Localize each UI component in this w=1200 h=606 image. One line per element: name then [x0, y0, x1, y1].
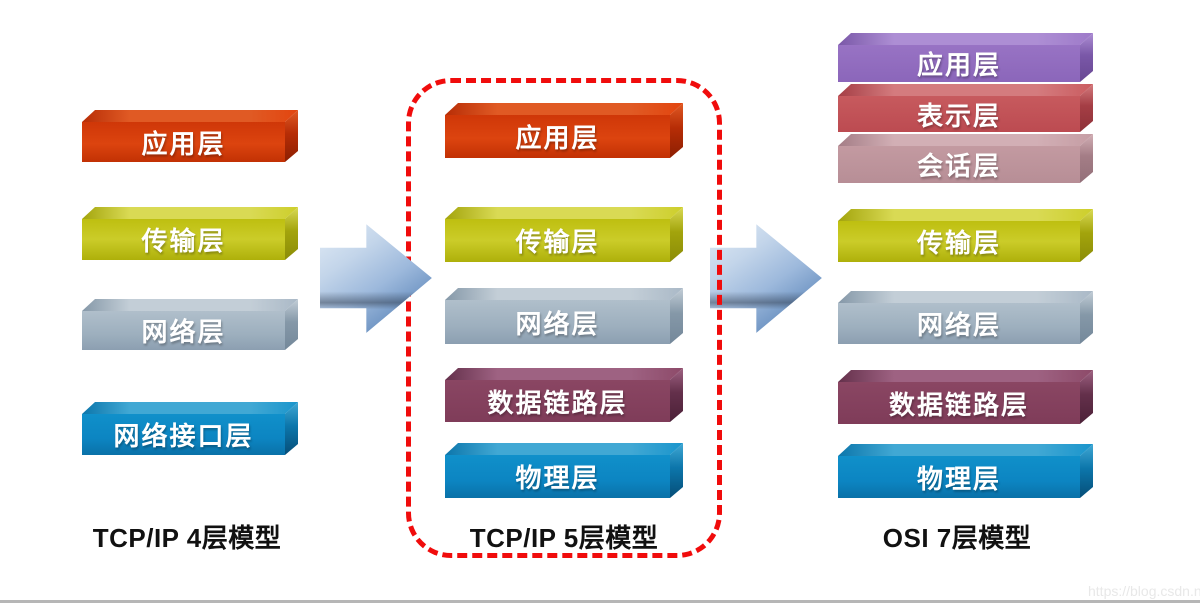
layer-box-physical: 物理层	[445, 443, 683, 498]
layer-box-transport: 传输层	[445, 207, 683, 262]
column-title-tcpip5: TCP/IP 5层模型	[469, 523, 659, 553]
layer-label: 数据链路层	[838, 382, 1080, 424]
layer-box-presentation: 表示层	[838, 84, 1093, 132]
layer-label: 传输层	[838, 221, 1080, 262]
layer-box-network: 网络层	[82, 299, 298, 350]
layer-box-physical: 物理层	[838, 444, 1093, 498]
layer-label: 物理层	[445, 455, 670, 498]
layer-label: 网络层	[838, 303, 1080, 344]
layer-box-transport: 传输层	[838, 209, 1093, 262]
right-arrow-icon	[710, 224, 822, 333]
layer-box-data-link: 数据链路层	[445, 368, 683, 422]
layer-label: 应用层	[838, 45, 1080, 82]
layer-box-application: 应用层	[445, 103, 683, 158]
layer-label: 传输层	[445, 219, 670, 262]
tcpip5-dashed-highlight	[406, 78, 722, 558]
layer-box-network-interface: 网络接口层	[82, 402, 298, 455]
layer-label: 数据链路层	[445, 380, 670, 422]
layer-label: 表示层	[838, 96, 1080, 132]
layer-label: 物理层	[838, 456, 1080, 498]
layer-label: 应用层	[445, 115, 670, 158]
layer-box-application: 应用层	[838, 33, 1093, 82]
layer-box-network: 网络层	[838, 291, 1093, 344]
watermark-text: https://blog.csdn.ne	[1088, 583, 1200, 599]
layer-label: 应用层	[82, 122, 285, 162]
layer-label: 网络层	[82, 311, 285, 350]
layer-box-data-link: 数据链路层	[838, 370, 1093, 424]
layer-box-network: 网络层	[445, 288, 683, 344]
bottom-divider	[0, 600, 1200, 603]
column-title-osi7: OSI 7层模型	[882, 523, 1032, 553]
layer-label: 网络接口层	[82, 414, 285, 455]
layer-box-session: 会话层	[838, 134, 1093, 183]
column-title-tcpip4: TCP/IP 4层模型	[92, 523, 282, 553]
layer-box-application: 应用层	[82, 110, 298, 162]
layer-label: 会话层	[838, 146, 1080, 183]
layer-label: 网络层	[445, 300, 670, 344]
layer-box-transport: 传输层	[82, 207, 298, 260]
layer-label: 传输层	[82, 219, 285, 260]
